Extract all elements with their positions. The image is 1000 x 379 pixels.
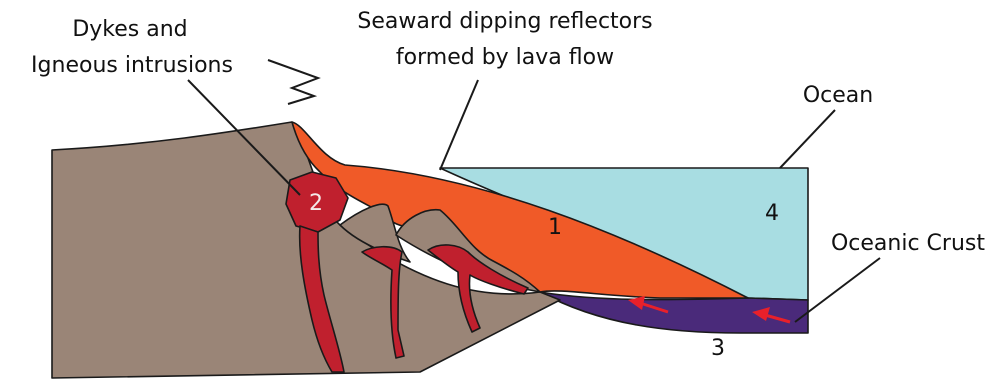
dykes-label-line1: Dykes and xyxy=(72,17,187,42)
sdr-leader-line xyxy=(440,80,478,170)
oceanic-crust-label: Oceanic Crust xyxy=(831,231,985,256)
dykes-label-line2: Igneous intrusions xyxy=(31,53,233,78)
sdr-label-line1: Seaward dipping reflectors xyxy=(357,9,652,34)
region-number-intrusion: 2 xyxy=(309,191,323,216)
dykes-zigzag-leader xyxy=(268,60,318,104)
region-number-crust: 3 xyxy=(711,336,725,361)
sdr-label-line2: formed by lava flow xyxy=(396,45,614,70)
ocean-label: Ocean xyxy=(803,83,873,108)
region-number-ocean: 4 xyxy=(765,201,779,226)
region-number-lava: 1 xyxy=(548,215,562,240)
ocean-leader-line xyxy=(780,110,835,168)
